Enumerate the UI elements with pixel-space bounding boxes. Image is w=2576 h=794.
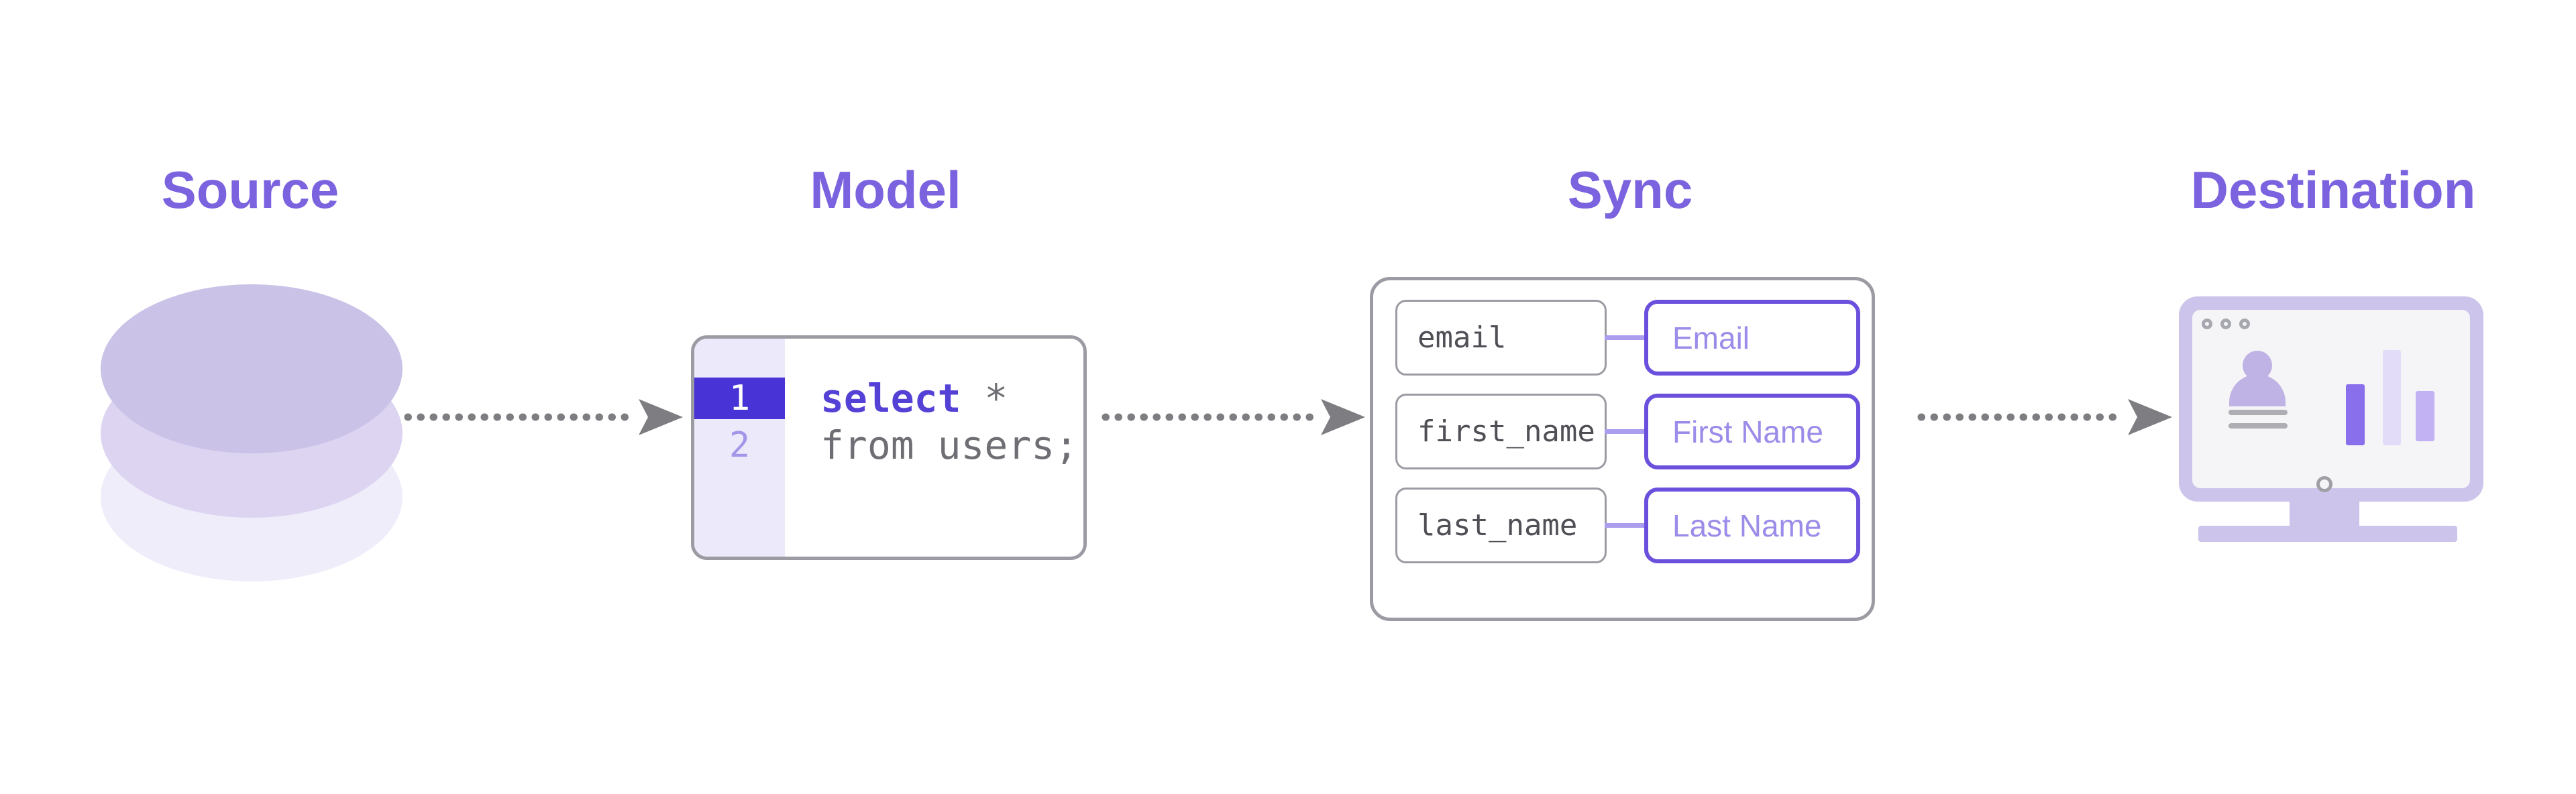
dotted-arrow-sync-to-destination-icon (1917, 399, 2172, 435)
window-dot-icon (2220, 319, 2231, 329)
mapping-connector-line (1605, 335, 1646, 340)
mapping-row-email: email Email (1395, 300, 1860, 376)
sql-model-card: 1 2 select * from users; (691, 335, 1087, 560)
bar-chart-bar-medium (2416, 391, 2434, 441)
field-mapping-card: email Email first_name First Name last_n… (1370, 277, 1875, 621)
dotted-arrow-source-to-model-icon (404, 399, 683, 435)
sql-rest: * (961, 376, 1008, 421)
sql-line-2: from users; (820, 422, 1079, 468)
model-heading: Model (810, 160, 961, 219)
database-disc-top (101, 284, 402, 453)
monitor-button-icon (2316, 476, 2332, 492)
mapping-row-last-name: last_name Last Name (1395, 488, 1860, 563)
monitor-stand (2290, 502, 2359, 526)
editor-gutter (694, 339, 785, 557)
bar-chart-bar-dark (2346, 384, 2365, 445)
active-line-highlight (694, 378, 785, 419)
mapping-connector-line (1605, 523, 1646, 528)
window-dot-icon (2239, 319, 2250, 329)
target-field-pill: Email (1644, 300, 1860, 376)
sql-keyword: select (820, 376, 961, 421)
sync-heading: Sync (1567, 160, 1693, 219)
bar-chart-bar-light (2383, 350, 2401, 445)
monitor-icon (2179, 296, 2483, 542)
mapping-row-first-name: first_name First Name (1395, 394, 1860, 469)
mapping-connector-line (1605, 429, 1646, 434)
target-field-pill: Last Name (1644, 488, 1860, 563)
target-field-pill: First Name (1644, 394, 1860, 469)
monitor-base (2198, 526, 2457, 542)
source-field-pill: email (1395, 300, 1607, 376)
database-icon (101, 284, 402, 582)
destination-heading: Destination (2190, 160, 2476, 219)
source-heading: Source (161, 160, 339, 219)
avatar-text-line (2229, 410, 2288, 415)
source-field-pill: first_name (1395, 394, 1607, 469)
avatar-text-line (2229, 423, 2288, 429)
line-number-2: 2 (729, 425, 751, 465)
source-field-pill: last_name (1395, 488, 1607, 563)
sql-line-1: select * (820, 376, 1008, 421)
window-dot-icon (2202, 319, 2212, 329)
dotted-arrow-model-to-sync-icon (1102, 399, 1365, 435)
line-number-1: 1 (729, 378, 751, 418)
